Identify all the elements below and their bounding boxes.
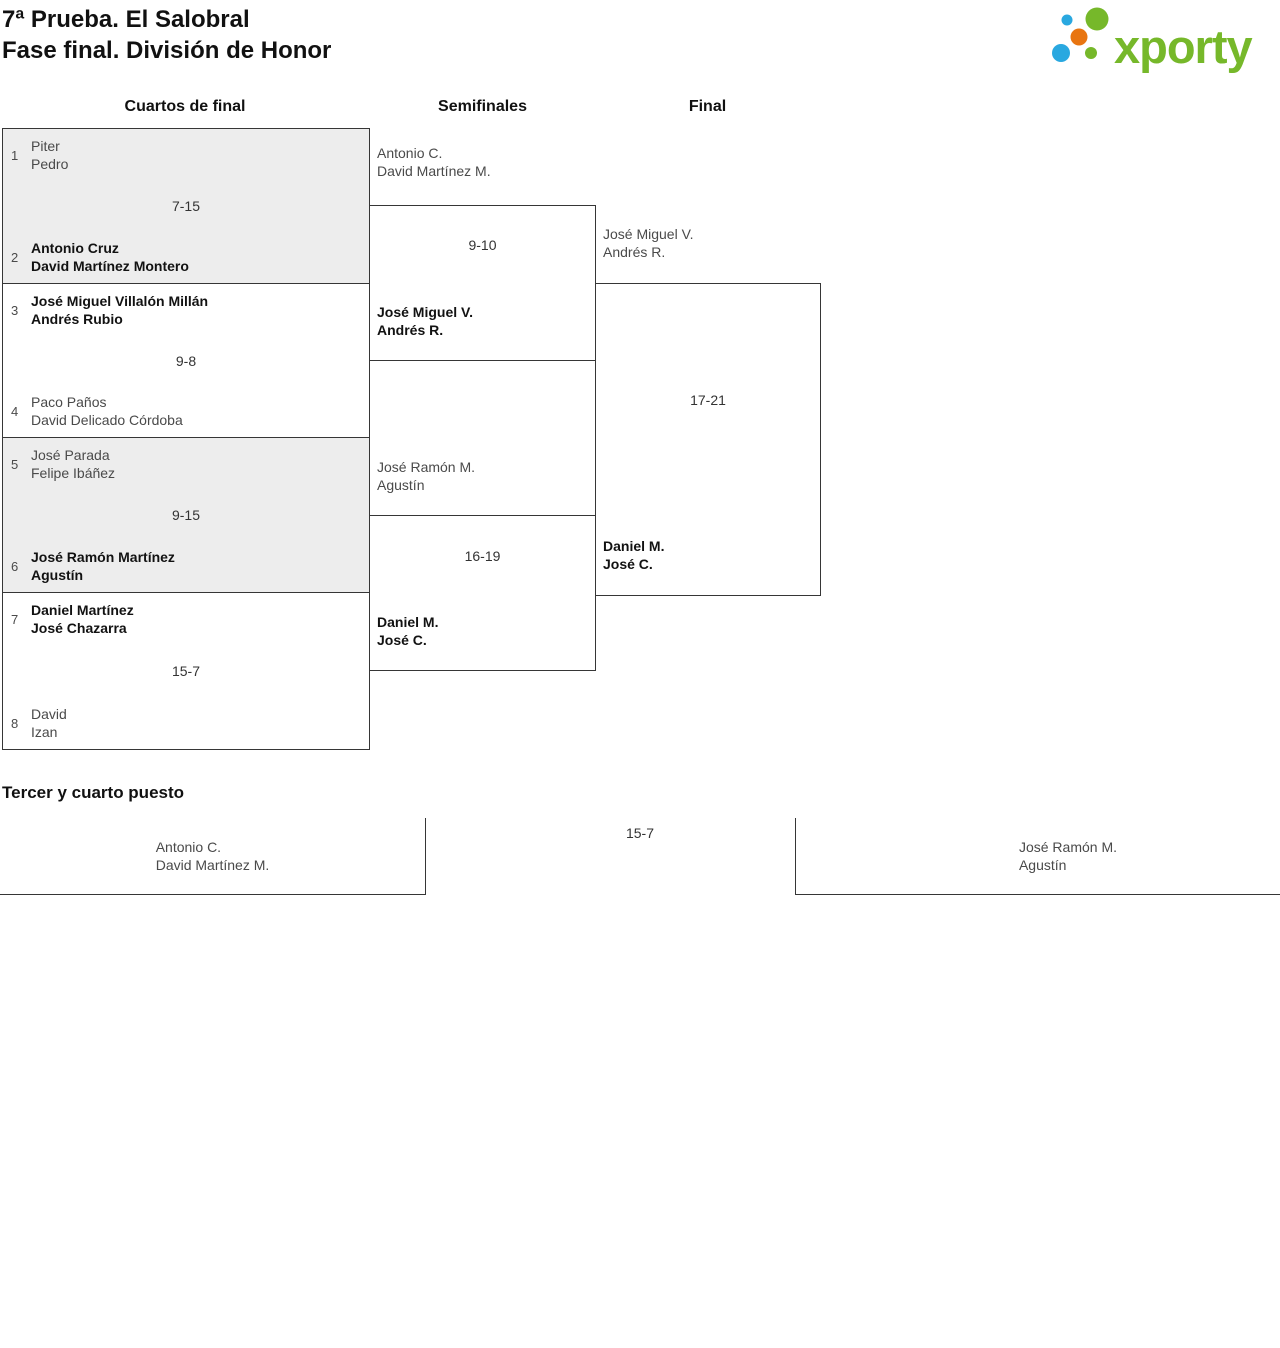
page-title-line2: Fase final. División de Honor [2,37,332,64]
player-name: David Martínez Montero [31,258,189,274]
page-title: 7ª Prueba. El Salobral Fase final. Divis… [2,4,331,66]
player-name: Daniel M. [603,538,665,554]
seed-number: 1 [11,147,19,163]
player-name: Agustín [377,477,425,493]
team-name: José Miguel V. Andrés R. [377,303,473,339]
player-name: Agustín [1018,857,1067,873]
player-name: Pedro [31,156,69,172]
team-slot-seed-4: 4 Paco Paños David Delicado Córdoba [3,393,369,429]
match-quarterfinal-3: 5 José Parada Felipe Ibáñez 9-15 6 José … [2,437,370,593]
team-slot-seed-5: 5 José Parada Felipe Ibáñez [3,446,369,482]
team-name: Piter Pedro [31,137,68,173]
seed-number: 5 [11,456,19,472]
xporty-logo-text: xporty [1114,20,1253,73]
player-name: Andrés Rubio [31,311,123,327]
match-final-box [595,283,821,596]
match-score: 16-19 [464,548,501,564]
player-name: José Miguel V. [377,304,473,320]
team-slot-seed-7: 7 Daniel Martínez José Chazarra [3,601,369,637]
player-name: David Martínez M. [377,163,491,179]
match-quarterfinal-2: 3 José Miguel Villalón Millán Andrés Rub… [2,283,370,438]
match-score: 9-10 [468,237,497,253]
team-name: David Izan [31,705,67,741]
player-name: José C. [603,556,653,572]
player-name: Antonio C. [155,839,222,855]
player-name: José Parada [31,447,110,463]
xporty-logo[interactable]: xporty [1048,4,1274,78]
player-name: José Ramón M. [377,459,476,475]
team-slot-seed-6: 6 José Ramón Martínez Agustín [3,548,369,584]
player-name: Paco Paños [31,394,107,410]
player-name: David Martínez M. [155,857,270,873]
team-slot-seed-1: 1 Piter Pedro [3,137,369,173]
xporty-logo-icon: xporty [1052,7,1254,73]
match-quarterfinal-1: 1 Piter Pedro 7-15 2 Antonio Cruz David … [2,128,370,284]
seed-number: 2 [11,249,19,265]
team-name: José Ramón Martínez Agustín [31,548,175,584]
round-header-quarterfinals: Cuartos de final [124,98,246,115]
third-place-score: 15-7 [625,825,655,841]
player-name: David Delicado Córdoba [31,412,183,428]
page-title-line1: 7ª Prueba. El Salobral [2,6,250,33]
player-name: José Chazarra [31,620,127,636]
team-name: Antonio C. David Martínez M. [156,838,270,874]
team-name: Daniel M. José C. [377,613,438,649]
player-name: Agustín [31,567,84,583]
player-name: José Ramón Martínez [31,549,175,565]
match-quarterfinal-4: 7 Daniel Martínez José Chazarra 15-7 8 D… [2,592,370,750]
team-name: Paco Paños David Delicado Córdoba [31,393,183,429]
player-name: Antonio C. [377,145,443,161]
match-score: 7-15 [171,198,201,214]
round-header-final: Final [688,98,727,115]
player-name: Felipe Ibáñez [31,465,116,481]
third-place-team-left-cell: Antonio C. David Martínez M. [0,818,426,895]
match-score: 9-15 [171,507,201,523]
team-slot-seed-8: 8 David Izan [3,705,369,741]
team-name: José Ramón M. Agustín [1019,838,1117,874]
player-name: José C. [377,632,427,648]
team-slot-seed-3: 3 José Miguel Villalón Millán Andrés Rub… [3,292,369,328]
seed-number: 4 [11,403,19,419]
player-name: David [31,706,67,722]
player-name: Andrés R. [603,244,666,260]
seed-number: 8 [11,715,19,731]
player-name: Izan [31,724,58,740]
team-name: José Ramón M. Agustín [377,458,475,494]
team-name: Daniel M. José C. [603,537,664,573]
seed-number: 3 [11,302,19,318]
team-name: José Miguel V. Andrés R. [603,225,694,261]
player-name: Andrés R. [377,322,444,338]
team-name: José Parada Felipe Ibáñez [31,446,115,482]
player-name: Antonio Cruz [31,240,119,256]
match-score: 9-8 [175,352,197,369]
player-name: Daniel M. [377,614,439,630]
seed-number: 7 [11,611,19,627]
team-name: Antonio C. David Martínez M. [377,144,491,180]
seed-number: 6 [11,558,19,574]
match-score: 17-21 [690,392,726,408]
match-score: 15-7 [171,663,201,679]
third-place-title: Tercer y cuarto puesto [2,783,185,802]
player-name: Piter [31,138,60,154]
third-place-team-right-cell: José Ramón M. Agustín [795,818,1280,895]
round-header-semifinals: Semifinales [438,98,527,115]
team-name: Antonio Cruz David Martínez Montero [31,239,189,275]
team-name: Daniel Martínez José Chazarra [31,601,134,637]
team-slot-seed-2: 2 Antonio Cruz David Martínez Montero [3,239,369,275]
team-name: José Miguel Villalón Millán Andrés Rubio [31,292,208,328]
player-name: José Ramón M. [1018,839,1118,855]
player-name: José Miguel V. [603,226,694,242]
player-name: Daniel Martínez [31,602,134,618]
player-name: José Miguel Villalón Millán [31,293,209,309]
